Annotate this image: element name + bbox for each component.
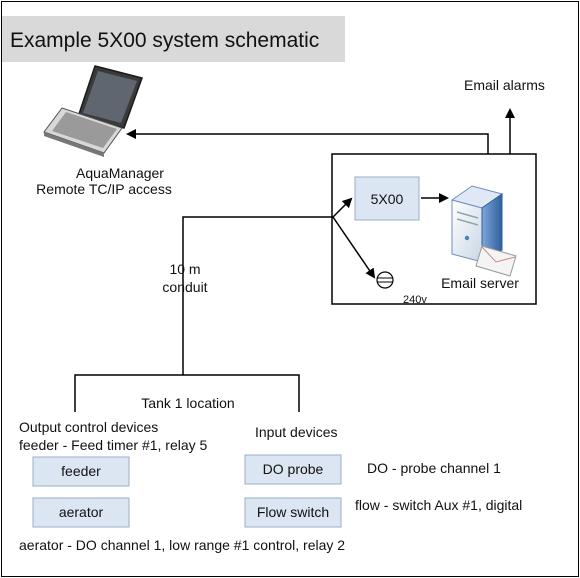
laptop-label-line2: Remote TC/IP access [36,181,172,197]
flow-switch-box [244,497,342,528]
feeder-note: feeder - Feed timer #1, relay 5 [19,437,208,453]
flow-switch-note: flow - switch Aux #1, digital [355,497,522,513]
flow-switch-label: Flow switch [257,504,329,520]
aerator-label: aerator [59,504,104,520]
do-probe-label: DO probe [263,461,324,477]
feeder-label: feeder [61,463,101,479]
laptop-icon [43,65,143,157]
feeder-box [32,456,130,487]
tank-location-label: Tank 1 location [141,395,234,411]
laptop-label-line1: AquaManager [76,165,164,181]
conduit-label: conduit [162,279,207,295]
do-probe-box [244,454,342,485]
conduit-to-controller-line [182,197,353,375]
controller-5x00-box [354,176,420,221]
do-probe-note: DO - probe channel 1 [367,460,501,476]
title-background [2,16,345,62]
tank-bracket-line [74,374,300,412]
aerator-box [32,497,130,528]
page-title: Example 5X00 system schematic [10,29,319,52]
controller-5x00-label: 5X00 [371,191,404,207]
conduit-to-power-line [332,216,376,279]
title-banner: Example 5X00 system schematic [2,16,345,62]
email-server-label: Email server [441,275,519,291]
aerator-note: aerator - DO channel 1, low range #1 con… [19,537,345,553]
power-outlet-icon [376,271,394,289]
power-240v-label: 240v [403,294,427,306]
input-devices-heading: Input devices [255,424,338,440]
output-devices-heading: Output control devices [19,419,158,435]
server-icon [450,185,517,277]
email-alarms-label: Email alarms [464,77,545,93]
conduit-length-label: 10 m [169,261,200,277]
